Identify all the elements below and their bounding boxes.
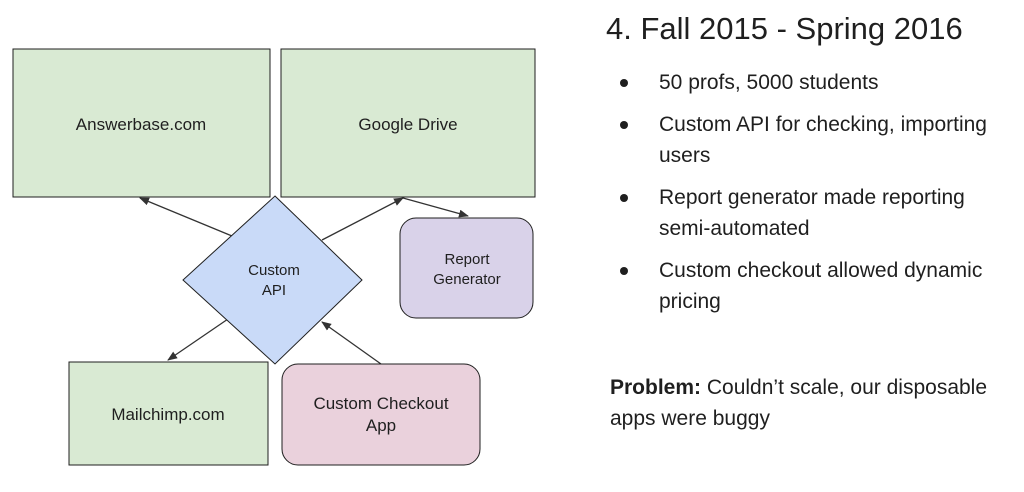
node-google-drive-label: Google Drive (358, 115, 457, 134)
bullet-dot-icon (620, 79, 628, 87)
bullet-text: Report generator made reporting semi-aut… (659, 186, 965, 240)
node-custom-checkout-box (281, 363, 481, 466)
bullet-item: 50 profs, 5000 students (606, 67, 1019, 98)
node-custom-api-label-line2: API (262, 282, 286, 299)
node-mailchimp-label: Mailchimp.com (111, 405, 224, 424)
edge-checkout-to-api (321, 321, 382, 365)
bullet-text: 50 profs, 5000 students (659, 71, 879, 94)
node-mailchimp: Mailchimp.com (68, 361, 269, 466)
node-answerbase-label: Answerbase.com (76, 115, 206, 134)
node-custom-api: Custom API (182, 195, 363, 365)
bullet-item: Report generator made reporting semi-aut… (606, 182, 1019, 244)
bullet-dot-icon (620, 194, 628, 202)
node-custom-checkout-label-line1: Custom Checkout (313, 394, 448, 413)
node-report-generator: Report Generator (399, 217, 534, 319)
node-custom-checkout-label-line2: App (366, 416, 396, 435)
node-custom-checkout: Custom Checkout App (281, 363, 481, 466)
node-custom-api-label-line1: Custom (248, 262, 300, 279)
node-report-generator-label-line1: Report (444, 251, 490, 268)
node-answerbase: Answerbase.com (12, 48, 271, 198)
node-report-generator-box (399, 217, 534, 319)
edge-api-to-google-drive (321, 197, 404, 241)
node-google-drive-box (280, 48, 536, 198)
slide-text-panel: 4. Fall 2015 - Spring 2016 50 profs, 500… (606, 0, 1016, 492)
problem-text: Couldn’t scale, our disposable apps were… (610, 376, 988, 430)
edge-drive-to-report-generator (402, 197, 469, 218)
edge-api-to-mailchimp (167, 318, 229, 361)
problem-statement: Problem: Couldn’t scale, our disposable … (610, 372, 1010, 434)
node-report-generator-label-line2: Generator (433, 271, 501, 288)
bullet-list: 50 profs, 5000 students Custom API for c… (606, 67, 1019, 328)
bullet-item: Custom API for checking, importing users (606, 109, 1019, 171)
node-google-drive: Google Drive (280, 48, 536, 198)
bullet-item: Custom checkout allowed dynamic pricing (606, 255, 1019, 317)
node-mailchimp-box (68, 361, 269, 466)
bullet-dot-icon (620, 121, 628, 129)
problem-label: Problem: (610, 376, 702, 399)
bullet-dot-icon (620, 267, 628, 275)
edge-api-to-answerbase (139, 197, 233, 237)
bullet-text: Custom API for checking, importing users (659, 113, 987, 167)
slide-title: 4. Fall 2015 - Spring 2016 (606, 11, 963, 46)
node-answerbase-box (12, 48, 271, 198)
bullet-text: Custom checkout allowed dynamic pricing (659, 259, 983, 313)
node-custom-api-diamond (182, 195, 363, 365)
